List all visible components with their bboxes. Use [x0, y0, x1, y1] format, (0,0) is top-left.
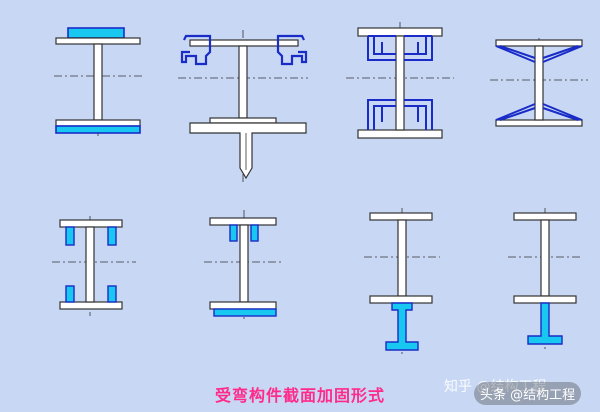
- added-tee: [527, 302, 563, 345]
- bottom-flange: [513, 295, 577, 304]
- figure-caption: 受弯构件截面加固形式: [214, 386, 385, 405]
- channel-top-left: [367, 35, 396, 61]
- web: [239, 224, 249, 303]
- section-angles-top-plate-bottom: [209, 217, 277, 317]
- channel-bottom-left: [367, 99, 396, 130]
- web: [238, 45, 248, 119]
- top-flange: [55, 37, 141, 45]
- cover-plate-bottom: [55, 125, 141, 134]
- bottom-flange: [209, 117, 277, 124]
- web: [395, 35, 405, 131]
- section-cover-plates-both-flanges: [55, 27, 141, 134]
- zhihu-watermark: 知乎 @结构工程: [444, 379, 547, 395]
- cover-plate-top: [67, 27, 125, 39]
- angle-top-right: [250, 224, 259, 242]
- bottom-flange: [357, 129, 443, 139]
- bottom-flange: [55, 119, 141, 127]
- top-flange: [59, 219, 123, 228]
- angle-top-left: [65, 226, 75, 246]
- section-channel-wraps-both-flanges: [357, 27, 443, 139]
- web: [540, 219, 550, 297]
- section-tee-added-below: [369, 212, 433, 351]
- bottom-flange: [369, 295, 433, 304]
- angle-bottom-right: [107, 285, 117, 303]
- bracket-right: [276, 34, 308, 66]
- top-flange: [495, 39, 583, 47]
- toutiao-watermark: 头条 @结构工程: [474, 382, 582, 405]
- top-flange: [189, 39, 299, 47]
- angle-top-right: [107, 226, 117, 246]
- added-tee: [189, 122, 307, 180]
- bottom-flange: [59, 301, 123, 310]
- centerlines: [52, 22, 588, 354]
- cover-plate-bottom: [213, 308, 277, 317]
- top-flange: [513, 212, 577, 221]
- channel-top-right: [404, 35, 433, 61]
- angle-top-left: [229, 224, 238, 242]
- channel-bottom-right: [404, 99, 433, 130]
- top-flange: [369, 212, 433, 221]
- section-angles-at-flange-tips: [59, 219, 123, 310]
- web: [93, 43, 103, 121]
- bottom-flange: [209, 301, 277, 310]
- angle-bottom-left: [65, 285, 75, 303]
- top-flange: [357, 27, 443, 37]
- added-tee: [385, 302, 419, 351]
- web: [85, 226, 95, 303]
- top-flange: [209, 217, 277, 226]
- section-diagonal-bracing-both-flanges: [495, 39, 583, 127]
- section-channel-brackets-on-top-flange: [180, 34, 308, 180]
- web: [397, 219, 407, 297]
- web: [534, 45, 544, 121]
- section-small-tee-added-below: [513, 212, 577, 345]
- bottom-flange: [495, 119, 583, 127]
- bracket-left: [180, 34, 212, 66]
- diagonal-braces: [495, 45, 583, 121]
